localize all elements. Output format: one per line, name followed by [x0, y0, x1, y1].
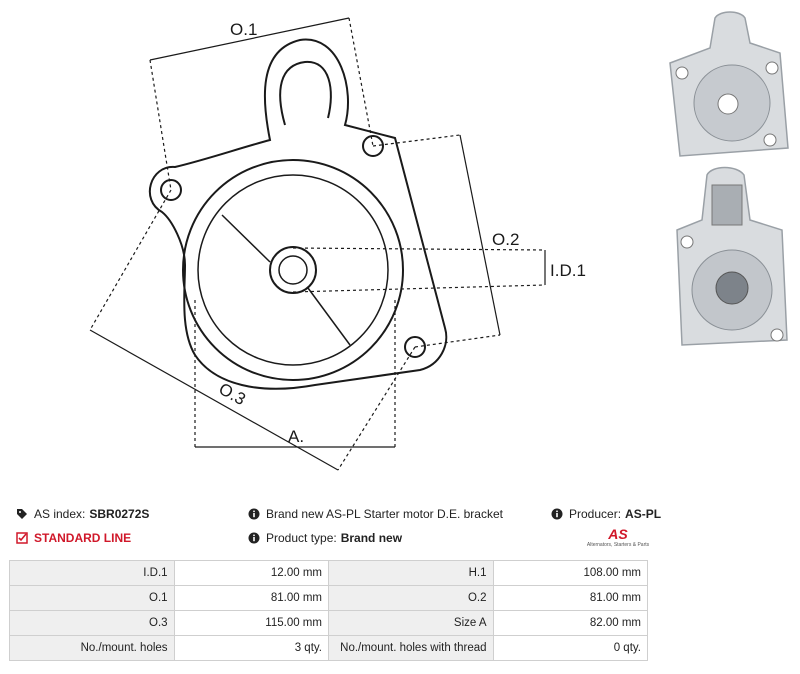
tag-icon: [17, 509, 27, 519]
dim-o1-label: O.1: [230, 20, 257, 39]
table-row: O.3 115.00 mm Size A 82.00 mm: [9, 610, 649, 636]
dim-id1-label: I.D.1: [550, 261, 586, 280]
as-index-value: SBR0272S: [89, 507, 150, 521]
product-type-label: Product type:: [266, 531, 337, 545]
producer-row: Producer: AS-PL: [551, 507, 661, 521]
as-pl-logo: AS Alternators, Starters & Parts: [586, 526, 650, 548]
table-row: No./mount. holes 3 qty. No./mount. holes…: [9, 635, 649, 661]
producer-value: AS-PL: [625, 507, 662, 521]
as-index-row: AS index: SBR0272S: [16, 507, 149, 521]
description-text: Brand new AS-PL Starter motor D.E. brack…: [266, 507, 503, 521]
product-photo-bottom: [676, 166, 788, 346]
standard-line-label: STANDARD LINE: [34, 531, 132, 545]
dim-o2-label: O.2: [492, 230, 519, 249]
technical-drawing: O.1 O.2 I.D.1 O.3 A.: [89, 17, 586, 471]
table-row: O.1 81.00 mm O.2 81.00 mm: [9, 585, 649, 611]
info-icon: [248, 508, 260, 520]
info-icon: [248, 532, 260, 544]
dim-a-label: A.: [288, 427, 304, 446]
dim-o3-label: O.3: [216, 379, 249, 409]
product-photo-top: [669, 11, 789, 157]
checkbox-icon: [16, 532, 28, 544]
product-type-row: Product type: Brand new: [248, 531, 402, 545]
producer-label: Producer:: [569, 507, 622, 521]
as-index-label: AS index:: [34, 507, 86, 521]
table-row: I.D.1 12.00 mm H.1 108.00 mm: [9, 560, 649, 586]
product-type-value: Brand new: [340, 531, 403, 545]
description-row: Brand new AS-PL Starter motor D.E. brack…: [248, 507, 503, 521]
specs-table: I.D.1 12.00 mm H.1 108.00 mm O.1 81.00 m…: [9, 560, 649, 661]
standard-line-row: STANDARD LINE: [16, 531, 131, 545]
info-icon: [551, 508, 563, 520]
